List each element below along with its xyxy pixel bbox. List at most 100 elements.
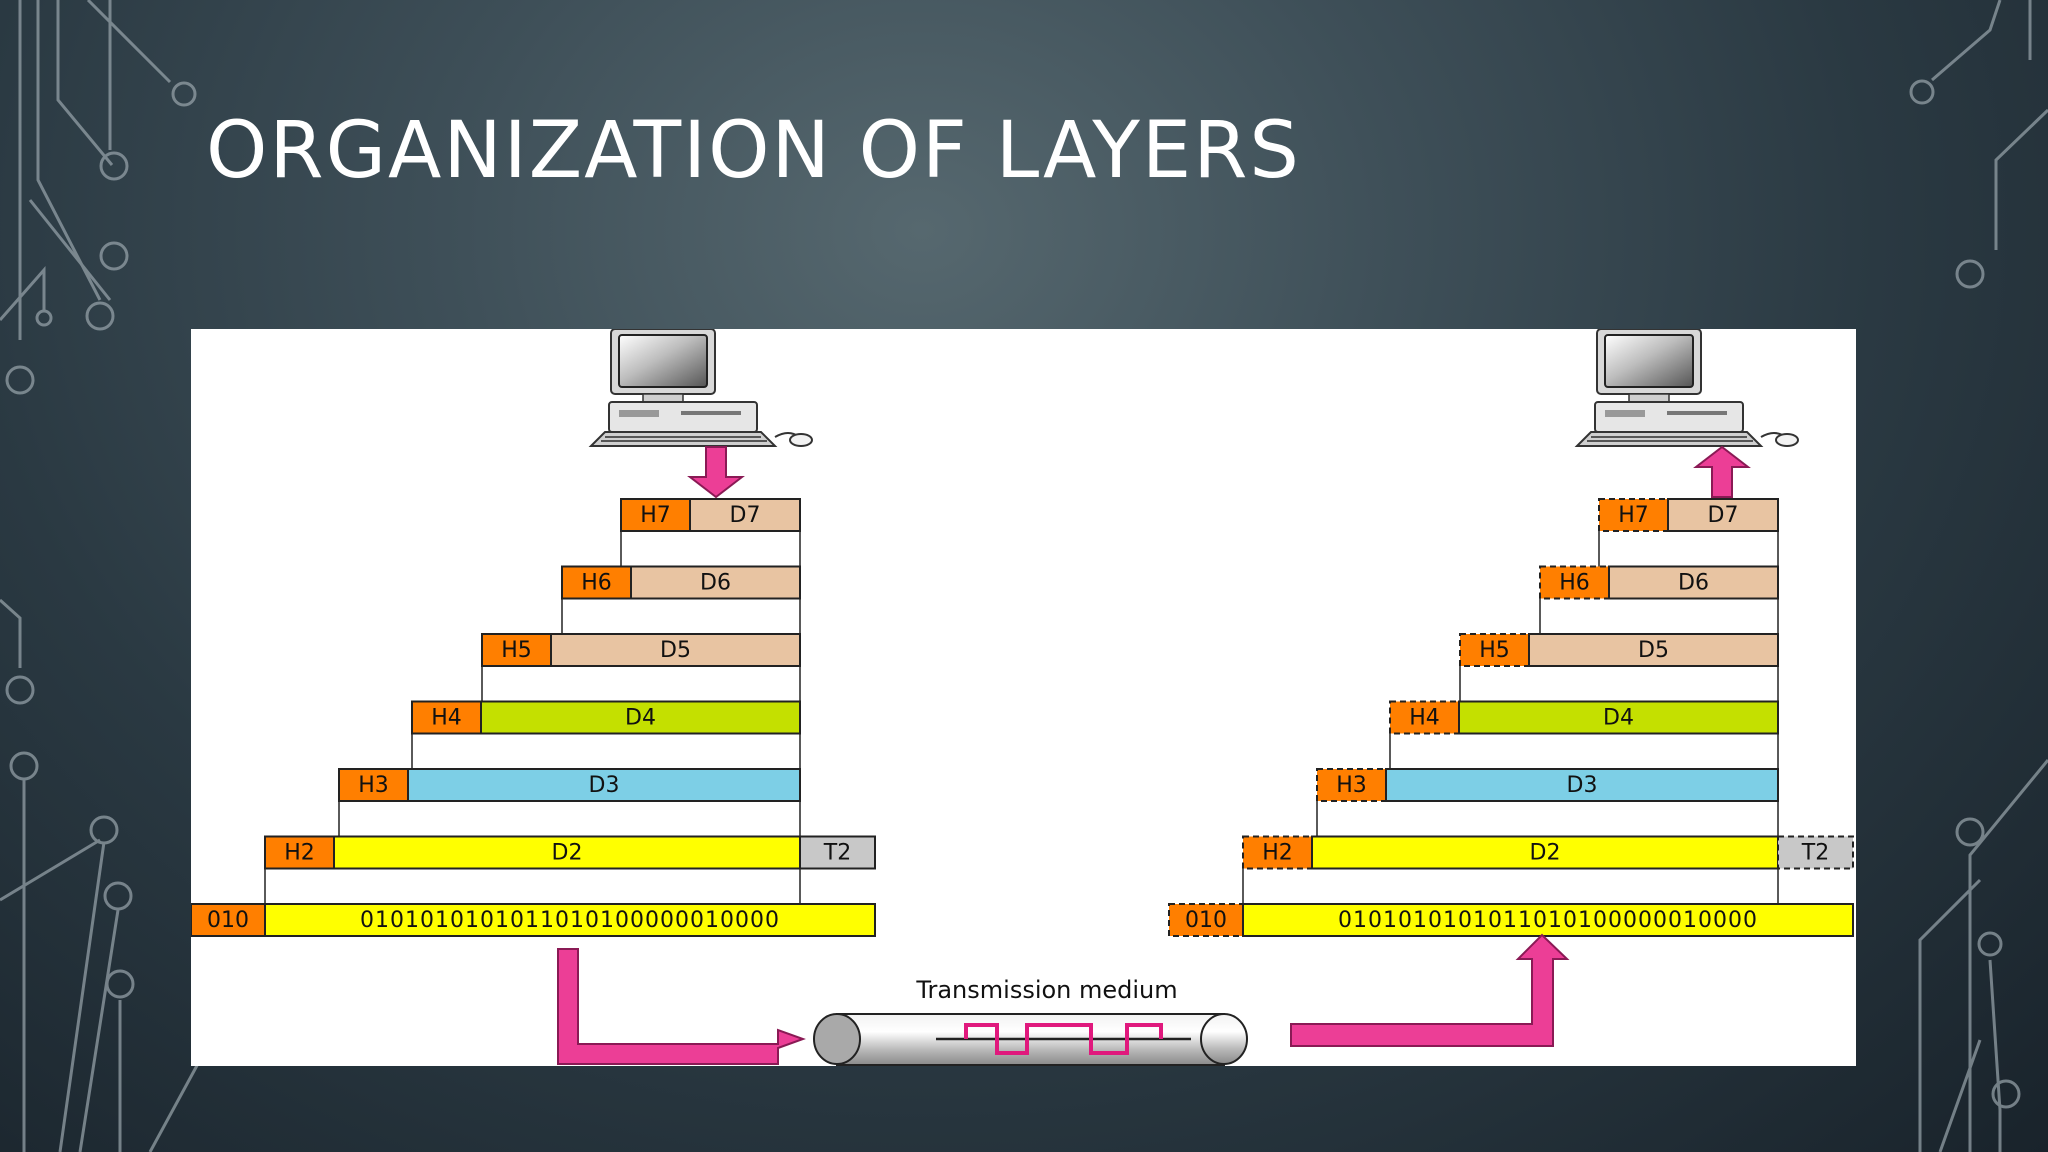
- receiver-header-H4: [1389, 700, 1460, 735]
- receiver-data-D5: [1528, 633, 1779, 667]
- receiver-header-H2: [1242, 835, 1313, 870]
- sender-header-H4: [411, 700, 482, 735]
- receiver-header-label: H2: [1262, 841, 1293, 866]
- circuit-node: [99, 241, 129, 271]
- receiver-data-label: D3: [1567, 773, 1598, 798]
- sender-data-label: D2: [552, 841, 583, 866]
- sender-data-D4: [480, 700, 801, 735]
- circuit-node: [85, 301, 115, 331]
- circuit-trace: [1994, 108, 2048, 250]
- circuit-trace: [0, 598, 22, 668]
- receiver-data-D4: [1458, 700, 1779, 735]
- circuit-trace: [1931, 0, 2002, 82]
- sender-header-H3: [338, 768, 409, 802]
- circuit-node: [105, 969, 135, 999]
- sender-data-D7: [689, 498, 801, 532]
- sender-data-label: D4: [625, 706, 656, 731]
- signal-waveform: [964, 1023, 1163, 1055]
- sender-data-D2: [333, 835, 801, 870]
- sender-header-H6: [561, 565, 632, 600]
- circuit-node: [89, 815, 119, 845]
- sender-bit-stream-label: 0101010101011010100000010000: [360, 908, 780, 933]
- sender-bit-prefix: [191, 903, 266, 937]
- circuit-node: [5, 675, 35, 705]
- circuit-trace: [78, 909, 120, 1152]
- receiver-bit-stream: [1242, 903, 1854, 937]
- receiver-trailer-label: T2: [1801, 841, 1829, 866]
- circuit-trace: [1968, 759, 2048, 1152]
- sender-header-label: H6: [581, 571, 612, 596]
- circuit-trace: [1938, 1039, 1982, 1152]
- circuit-node: [9, 751, 39, 781]
- sender-header-label: H3: [358, 773, 389, 798]
- sender-data-label: D6: [700, 571, 731, 596]
- circuit-node: [1909, 79, 1935, 105]
- circuit-node: [1955, 259, 1985, 289]
- receiver-data-D2: [1311, 835, 1779, 870]
- circuit-node: [5, 365, 35, 395]
- receiver-header-H6: [1539, 565, 1610, 600]
- receiver-data-D3: [1385, 768, 1779, 802]
- sender-data-D5: [550, 633, 801, 667]
- sender-header-H5: [481, 633, 552, 667]
- circuit-trace: [1988, 959, 2002, 1152]
- sender-trailer-label: T2: [823, 841, 851, 866]
- circuit-node: [35, 309, 53, 327]
- circuit-trace: [56, 0, 114, 166]
- receiver-bit-prefix-label: 010: [1185, 908, 1227, 933]
- sender-header-label: H7: [640, 503, 671, 528]
- receiver-data-D7: [1667, 498, 1779, 532]
- sender-header-label: H4: [431, 706, 462, 731]
- sender-header-H7: [620, 498, 691, 532]
- receiver-header-label: H5: [1479, 638, 1510, 663]
- receiver-header-H5: [1459, 633, 1530, 667]
- circuit-trace: [36, 0, 102, 301]
- receiver-bit-stream-label: 0101010101011010100000010000: [1338, 908, 1758, 933]
- circuit-node: [1955, 817, 1985, 847]
- sender-header-label: H2: [284, 841, 315, 866]
- receiver-trailer-T2: [1777, 835, 1854, 870]
- medium-to-receiver-arrow: [1290, 933, 1570, 1047]
- sender-bit-prefix-label: 010: [207, 908, 249, 933]
- circuit-trace: [0, 266, 46, 321]
- sender-data-D6: [630, 565, 801, 600]
- receiver-header-label: H6: [1559, 571, 1590, 596]
- sender-trailer-T2: [799, 835, 876, 870]
- receiver-computer-icon: [1574, 329, 1799, 447]
- sender-header-label: H5: [501, 638, 532, 663]
- circuit-trace: [86, 0, 172, 84]
- circuit-node: [1991, 1079, 2021, 1109]
- receiver-data-label: D4: [1603, 706, 1634, 731]
- transmission-medium-tube: [813, 1013, 1248, 1066]
- circuit-node: [1977, 931, 2003, 957]
- receiver-header-label: H3: [1336, 773, 1367, 798]
- circuit-node: [99, 151, 129, 181]
- circuit-node: [103, 881, 133, 911]
- receiver-data-D6: [1608, 565, 1779, 600]
- sender-header-H2: [264, 835, 335, 870]
- receiver-up-arrow: [1693, 445, 1751, 498]
- sender-data-label: D7: [730, 503, 761, 528]
- circuit-trace: [28, 199, 112, 301]
- circuit-trace: [0, 838, 101, 902]
- circuit-node: [171, 81, 197, 107]
- receiver-data-label: D7: [1708, 503, 1739, 528]
- sender-down-arrow: [687, 446, 745, 499]
- slide-title: ORGANIZATION OF LAYERS: [206, 106, 1301, 196]
- receiver-header-label: H7: [1618, 503, 1649, 528]
- receiver-data-label: D5: [1638, 638, 1669, 663]
- sender-data-label: D5: [660, 638, 691, 663]
- sender-computer-icon: [588, 329, 813, 447]
- circuit-trace: [58, 841, 106, 1152]
- circuit-trace: [1918, 878, 1982, 1152]
- sender-bit-stream: [264, 903, 876, 937]
- receiver-header-label: H4: [1409, 706, 1440, 731]
- medium-label: Transmission medium: [915, 976, 1177, 1004]
- circuit-trace: [148, 1059, 202, 1152]
- receiver-data-label: D6: [1678, 571, 1709, 596]
